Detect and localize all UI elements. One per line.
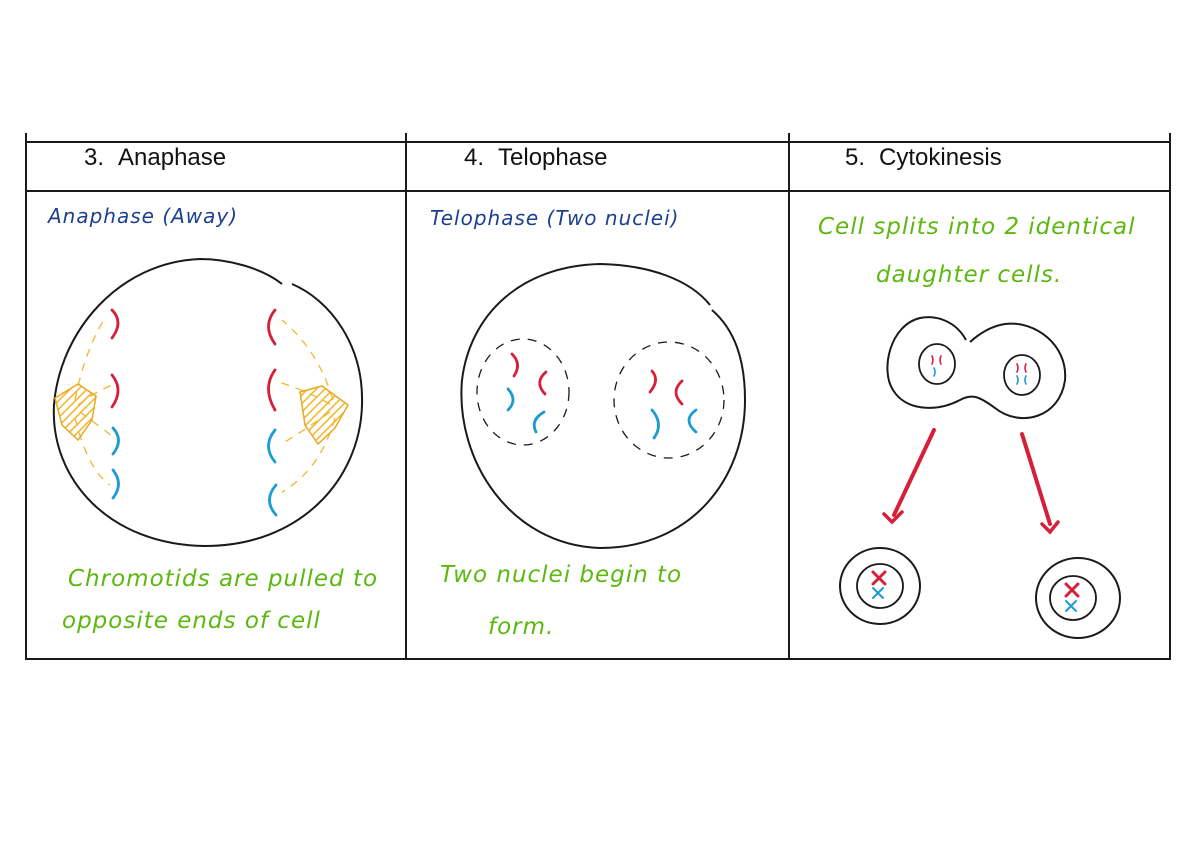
centrosome-left bbox=[54, 383, 97, 442]
table-tick-left bbox=[25, 133, 27, 143]
daughter-cell-left bbox=[839, 547, 921, 625]
dividing-membrane bbox=[886, 316, 1067, 420]
header-number: 5. bbox=[845, 144, 866, 171]
column-divider-2 bbox=[788, 133, 790, 660]
header-telophase: 4. Telophase bbox=[464, 143, 607, 190]
table-tick-right bbox=[1169, 133, 1171, 143]
header-title: Cytokinesis bbox=[879, 144, 1002, 171]
nucleus-left bbox=[918, 343, 956, 385]
arrow-left bbox=[882, 428, 936, 525]
table-top-border bbox=[25, 141, 1171, 143]
telophase-subtitle: Telophase (Two nuclei) bbox=[430, 206, 680, 230]
column-divider-1 bbox=[405, 133, 407, 660]
arrow-right bbox=[1020, 432, 1060, 535]
cytokinesis-dividing-cell bbox=[886, 316, 1067, 420]
header-title: Telophase bbox=[498, 144, 608, 171]
table-header-border bbox=[25, 190, 1171, 192]
telophase-caption-line-1: Two nuclei begin to bbox=[440, 562, 683, 588]
dividing-chromatids bbox=[931, 355, 1027, 385]
cytokinesis-caption-line-1: Cell splits into 2 identical bbox=[818, 214, 1136, 240]
anaphase-caption-line-1: Chromotids are pulled to bbox=[68, 566, 379, 592]
nuclear-envelope-right bbox=[613, 341, 725, 459]
daughter-cell-right bbox=[1035, 557, 1121, 639]
anaphase-subtitle: Anaphase (Away) bbox=[48, 204, 239, 228]
anaphase-caption-line-2: opposite ends of cell bbox=[62, 608, 321, 634]
anaphase-membrane bbox=[52, 257, 364, 548]
nucleus-right bbox=[1003, 354, 1041, 396]
header-number: 3. bbox=[84, 144, 105, 171]
nuclear-envelope-left bbox=[476, 338, 570, 446]
centrosome-right bbox=[299, 385, 349, 446]
chromatids-right bbox=[267, 308, 278, 517]
phase-table bbox=[25, 133, 1171, 660]
header-cytokinesis: 5. Cytokinesis bbox=[845, 143, 1002, 190]
telophase-chromatids bbox=[506, 352, 698, 440]
chromatids-left bbox=[110, 308, 120, 500]
telophase-membrane bbox=[460, 262, 747, 550]
header-title: Anaphase bbox=[118, 144, 227, 171]
telophase-caption-line-2: form. bbox=[488, 614, 555, 640]
telophase-cell bbox=[460, 262, 747, 550]
cytokinesis-caption-line-2: daughter cells. bbox=[876, 262, 1063, 288]
header-anaphase: 3. Anaphase bbox=[84, 143, 226, 190]
header-number: 4. bbox=[464, 144, 485, 171]
anaphase-cell bbox=[52, 257, 364, 548]
